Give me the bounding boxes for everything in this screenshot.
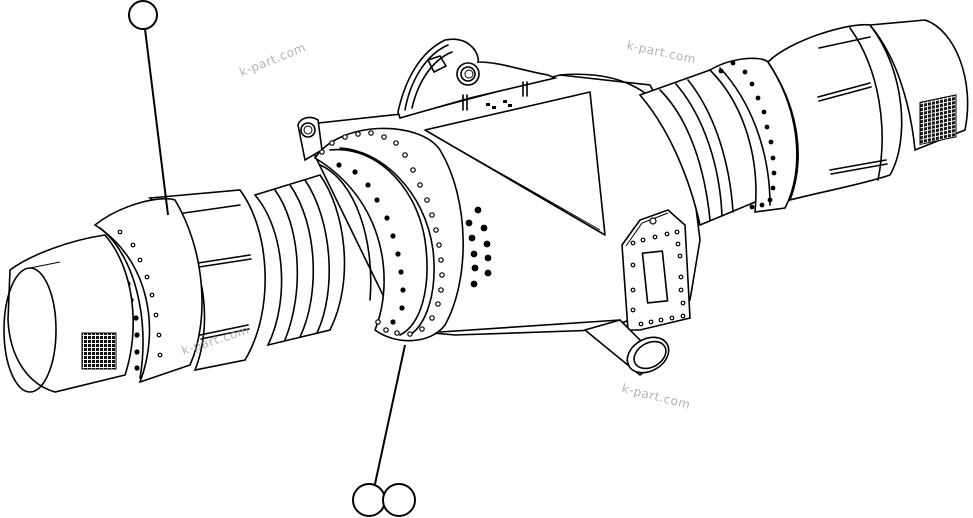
left-hatch-grille (81, 332, 117, 370)
housing-bolt-cluster (465, 206, 492, 288)
callouts (128, 0, 416, 517)
plate-bolts (630, 229, 686, 327)
pinion-input-stub (583, 319, 670, 377)
callout-circle-bottom-a (352, 483, 386, 517)
right-wheel-hub-cap (868, 19, 969, 152)
left-axle-tube (253, 174, 346, 347)
leader-line-top (144, 28, 169, 216)
right-hub-drum (766, 23, 903, 202)
callout-circle-bottom-b (382, 483, 416, 517)
left-wheel-hub-cap (3, 234, 134, 393)
right-hatch-grille (919, 94, 957, 146)
callout-circle-top-left (128, 0, 158, 30)
leader-line-bottom (374, 344, 406, 485)
center-differential-ring (313, 127, 492, 342)
right-bolted-flange (708, 57, 798, 213)
top-mounting-bracket (297, 38, 558, 162)
left-bolted-flange (93, 197, 203, 384)
right-flange-bolts (718, 60, 777, 210)
center-ring-bolts (319, 130, 445, 337)
